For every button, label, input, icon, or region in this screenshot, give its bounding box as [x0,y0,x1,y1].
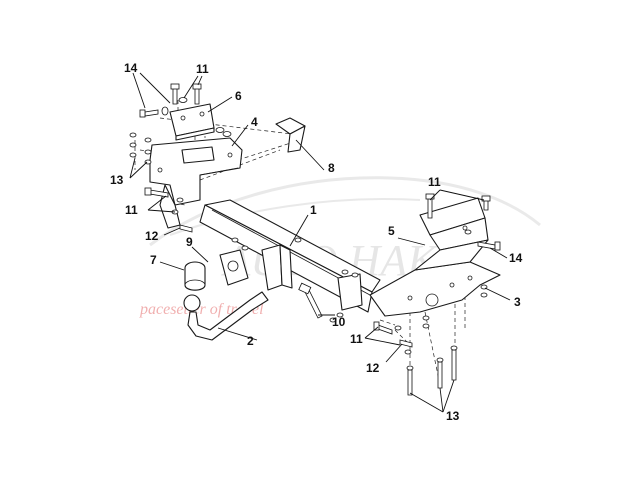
part-1-crossbar [199,199,381,313]
callout-12-bottom: 12 [366,361,380,375]
callout-12-left: 12 [145,229,159,243]
callout-14-right: 14 [509,251,523,265]
part-9-socket-plate [219,249,249,286]
callout-10: 10 [332,315,346,329]
callout-5: 5 [388,224,395,238]
callout-9: 9 [186,235,193,249]
callout-3: 3 [514,295,521,309]
callout-6: 6 [235,89,242,103]
callout-7: 7 [150,253,157,267]
part-6-top-plate [169,103,215,141]
part-4-left-bracket [149,137,243,229]
callout-11-bottom: 11 [350,332,363,346]
callout-labels: 14 11 6 4 8 13 11 1 9 12 7 2 10 11 12 11… [110,61,523,423]
callout-13-bottom: 13 [446,409,460,423]
leader-lines [129,72,511,413]
part-2-tow-ball [183,291,269,341]
callout-11-left: 11 [125,203,138,217]
callout-1: 1 [310,203,317,217]
fasteners [129,83,501,396]
callout-8: 8 [328,161,335,175]
part-8-plate [275,117,306,153]
callout-11-right: 11 [428,175,441,189]
callout-2: 2 [247,334,254,348]
callout-14-top-left: 14 [124,61,138,75]
callout-4: 4 [251,115,258,129]
part-7-socket [184,261,206,291]
callout-13-left: 13 [110,173,124,187]
part-10-bolt [298,282,323,319]
part-3-right-bracket [369,197,501,317]
callout-11-top-left: 11 [196,62,209,76]
